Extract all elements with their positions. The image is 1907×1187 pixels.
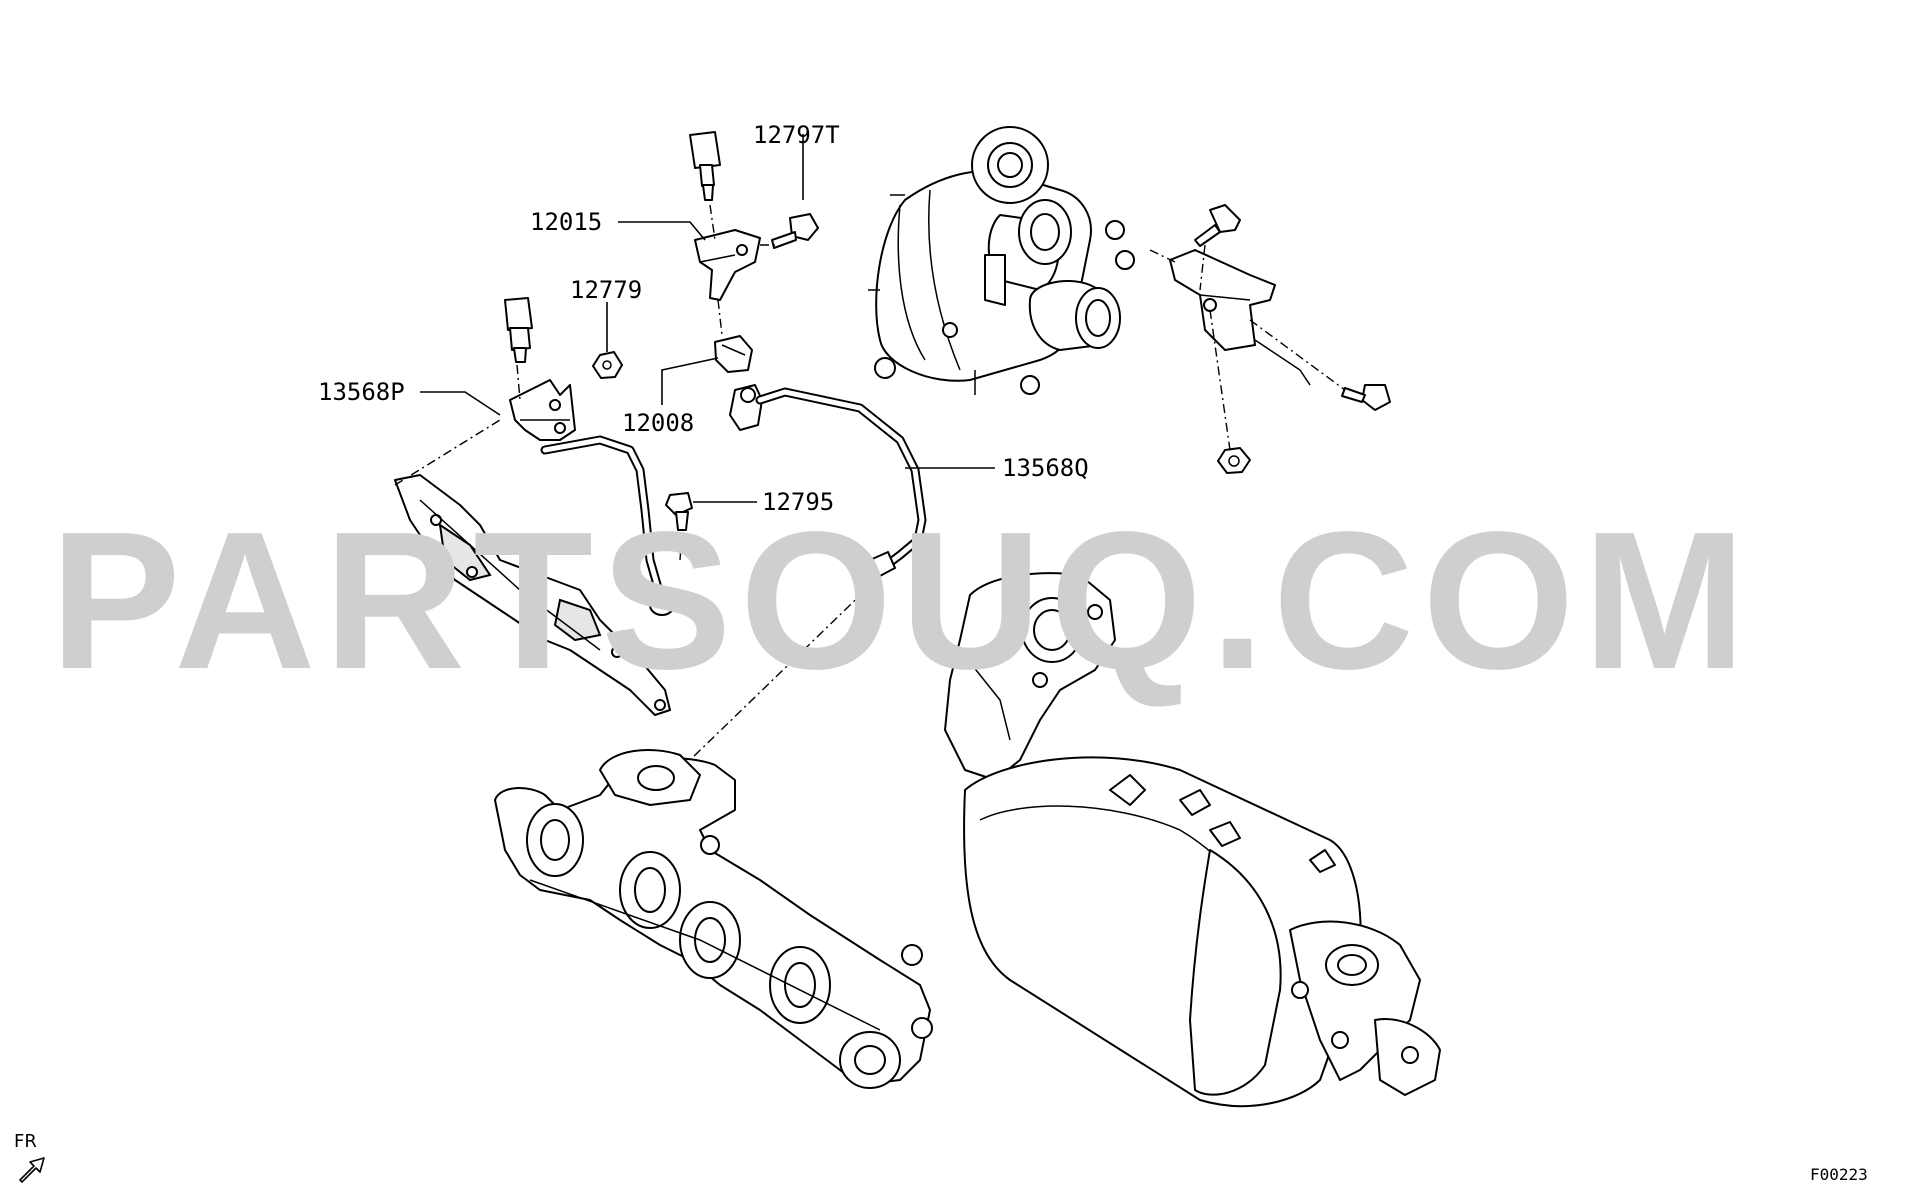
pressure-pipe-13568P[interactable] bbox=[540, 435, 675, 616]
leader-13568P bbox=[420, 391, 501, 416]
callout-13568Q[interactable]: 13568Q bbox=[1002, 454, 1089, 482]
bolt-icon[interactable] bbox=[1194, 204, 1241, 247]
heat-shield-bracket[interactable] bbox=[394, 474, 671, 716]
diagram-code: F00223 bbox=[1810, 1165, 1868, 1184]
hose-elbow[interactable] bbox=[729, 384, 763, 431]
pressure-sensor-upper[interactable] bbox=[689, 131, 721, 201]
orientation-label: FR bbox=[14, 1131, 37, 1152]
catalytic-converter[interactable] bbox=[944, 572, 1441, 1108]
sensor-bracket[interactable] bbox=[694, 229, 761, 301]
callout-12795[interactable]: 12795 bbox=[762, 488, 834, 516]
bolt-icon[interactable] bbox=[1341, 384, 1391, 411]
bolt-icon[interactable] bbox=[771, 213, 819, 249]
leader-12008 bbox=[661, 357, 719, 405]
pressure-pipe-13568Q[interactable] bbox=[755, 387, 927, 578]
leader-12015 bbox=[618, 221, 706, 241]
callout-12015[interactable]: 12015 bbox=[530, 208, 602, 236]
pressure-sensor-lower[interactable] bbox=[504, 297, 533, 363]
callout-12008[interactable]: 12008 bbox=[622, 409, 694, 437]
exhaust-manifold[interactable] bbox=[494, 749, 933, 1089]
nut-icon[interactable] bbox=[592, 351, 623, 379]
turbocharger[interactable] bbox=[868, 126, 1135, 395]
bolt-icon[interactable] bbox=[665, 492, 693, 531]
hose-clamp[interactable] bbox=[714, 335, 753, 373]
nut-icon[interactable] bbox=[1217, 447, 1251, 474]
watermark: PARTSOUQ.COM bbox=[50, 491, 1754, 710]
turbo-bracket[interactable] bbox=[1169, 249, 1311, 386]
callout-12797T[interactable]: 12797T bbox=[753, 121, 840, 149]
front-arrow-icon bbox=[19, 1157, 45, 1183]
bracket-13568P[interactable] bbox=[509, 379, 576, 441]
callout-12779[interactable]: 12779 bbox=[570, 276, 642, 304]
callout-13568P[interactable]: 13568P bbox=[318, 378, 405, 406]
